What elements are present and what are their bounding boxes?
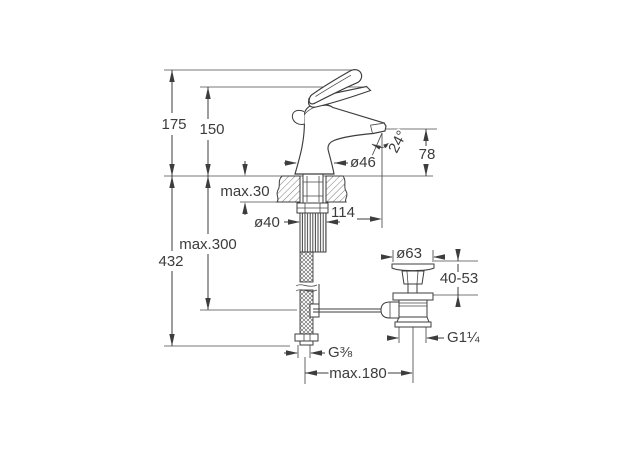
dim-waste-outlet-thread: G1¼ <box>447 329 480 346</box>
pop-up-rod <box>309 284 384 318</box>
dim-mounting-hole-diameter: ø40 <box>254 214 280 231</box>
dim-waste-flange-diameter: ø63 <box>396 245 422 262</box>
faucet-shank <box>302 171 324 204</box>
waste-body-flare <box>396 316 430 323</box>
aerator-detail <box>370 122 386 134</box>
dim-max-center-distance: max.180 <box>329 365 387 382</box>
faucet-body <box>291 69 387 175</box>
waste-bottom-rim <box>394 321 432 328</box>
dim-handle-height: 150 <box>199 121 224 138</box>
waste-body <box>398 299 428 318</box>
spout-angle-line <box>371 132 383 157</box>
hose-break-symbol <box>295 284 318 292</box>
waste-plug-flange <box>391 263 435 272</box>
waste-plug-stem <box>407 283 418 294</box>
dim-supply-hose-thread: G⅜ <box>328 344 353 361</box>
dim-deck-max-thickness: max.30 <box>220 183 269 200</box>
waste-body-rim <box>392 292 434 301</box>
cartridge-dome <box>302 105 334 118</box>
dim-overall-height: 175 <box>161 116 186 133</box>
dim-hose-max-length: max.300 <box>179 236 237 253</box>
rod-clip <box>309 303 320 318</box>
faucet-underbody <box>296 171 329 253</box>
dimension-labels: 175 150 432 max.300 max.30 ø46 24° 78 ø4… <box>157 114 482 384</box>
pop-up-waste <box>380 263 435 328</box>
countertop-section <box>276 175 348 203</box>
hose-nut-flange <box>294 333 319 342</box>
countertop-hatch-right <box>325 175 348 203</box>
dim-spout-angle: 24° <box>385 128 411 156</box>
dim-total-depth: 432 <box>158 253 183 270</box>
dim-spout-outlet-height: 78 <box>419 146 436 163</box>
dim-spout-reach: 114 <box>331 204 355 221</box>
lever-handle <box>308 69 363 105</box>
supply-hose <box>294 251 319 346</box>
side-tab <box>291 109 305 125</box>
countertop-hatch-left <box>276 175 301 203</box>
extension-lines <box>164 69 478 384</box>
hose-upper <box>299 251 314 283</box>
waste-plug-cap <box>401 270 425 285</box>
dim-body-diameter: ø46 <box>350 154 376 171</box>
lever-inner-line <box>315 74 352 97</box>
hose-nut <box>299 340 314 346</box>
horizontal-rod <box>313 308 384 313</box>
dim-basin-thickness-range: 40-53 <box>440 270 478 287</box>
